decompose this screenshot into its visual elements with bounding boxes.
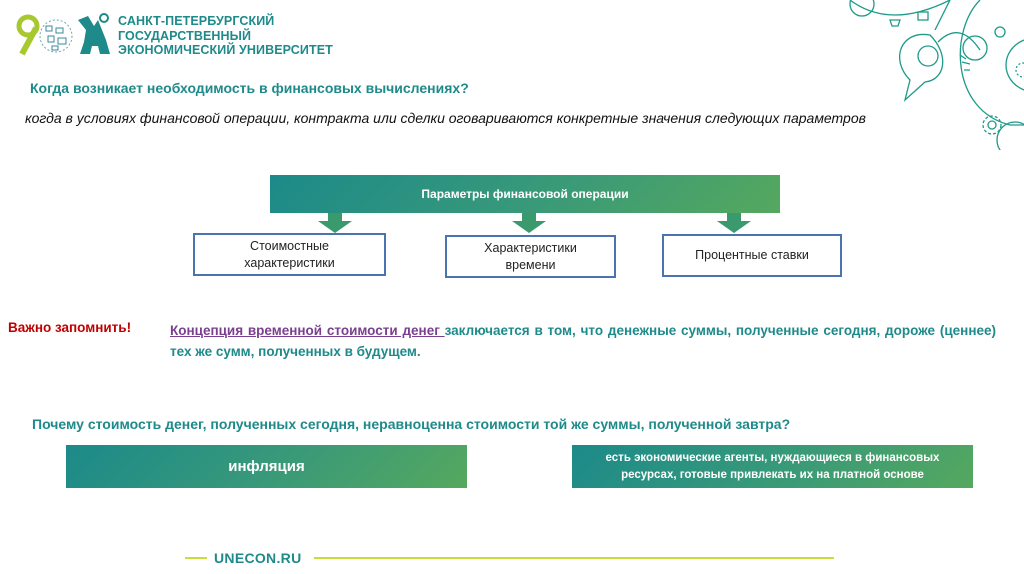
answer-label-economic-agents: есть экономические агенты, нуждающиеся в… [605,451,940,481]
griffin-logo-icon [76,12,112,56]
important-label: Важно запомнить! [8,320,132,335]
arrow-down-icon [717,213,751,238]
question-money-value: Почему стоимость денег, полученных сегод… [32,416,791,432]
footer-line-left [185,557,207,559]
answer-financial-calculations: когда в условиях финансовой операции, ко… [25,110,866,126]
answer-label-inflation: инфляция [228,458,305,475]
arrow-down-icon [512,213,546,238]
param-box-time: Характеристики времени [445,235,616,278]
diagram-header-label: Параметры финансовой операции [421,187,629,201]
university-name-line-2: ГОСУДАРСТВЕННЫЙ [118,28,252,43]
time-value-concept-text: Концепция временной стоимости денег закл… [170,320,996,362]
arrow-down-icon [318,213,352,238]
decorative-corner-graphic [830,0,1024,159]
param-box-rates: Процентные ставки [662,234,842,277]
university-name: САНКТ-ПЕТЕРБУРГСКИЙ ГОСУДАРСТВЕННЫЙ ЭКОН… [118,14,333,58]
university-name-line-3: ЭКОНОМИЧЕСКИЙ УНИВЕРСИТЕТ [118,43,333,57]
question-financial-calculations: Когда возникает необходимость в финансов… [30,80,469,96]
param-box-label: Стоимостные характеристики [244,238,335,270]
decorative-icons-icon [849,0,1024,159]
diagram-header-box: Параметры финансовой операции [270,175,780,213]
param-box-cost: Стоимостные характеристики [193,233,386,276]
footer-site-link[interactable]: UNECON.RU [214,550,302,566]
param-box-label: Характеристики времени [484,240,577,272]
answer-box-inflation: инфляция [66,445,467,488]
university-name-line-1: САНКТ-ПЕТЕРБУРГСКИЙ [118,14,275,28]
concept-term: Концепция временной стоимости денег [170,323,445,338]
answer-box-economic-agents: есть экономические агенты, нуждающиеся в… [572,445,973,488]
footer-line-right [314,557,834,559]
anniversary-logo [10,12,74,56]
anniversary-90-icon [16,14,73,56]
param-box-label: Процентные ставки [695,248,809,262]
concept-definition: заключается в том, что денежные суммы, п… [170,323,996,359]
